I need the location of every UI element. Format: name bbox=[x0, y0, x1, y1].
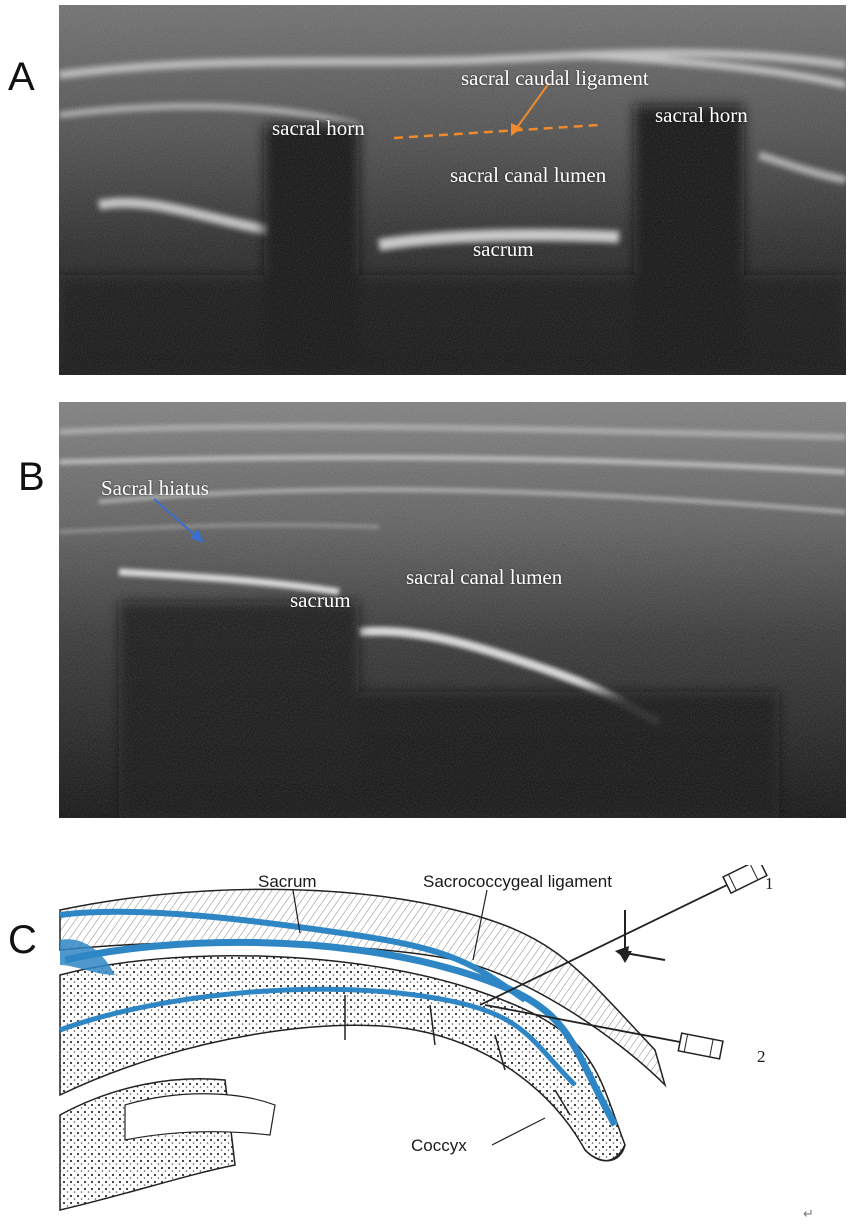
diagram-coccyx-label: Coccyx bbox=[411, 1136, 467, 1155]
sacral-canal-lumen-label: sacral canal lumen bbox=[450, 163, 607, 187]
sacral-caudal-ligament-label: sacral caudal ligament bbox=[461, 66, 649, 90]
panel-b-letter: B bbox=[18, 455, 45, 499]
panel-b-ultrasound: Sacral hiatus sacrum sacral canal lumen bbox=[59, 402, 846, 818]
diagram-sacrum-label: Sacrum bbox=[258, 872, 317, 891]
panel-b-ultrasound-image bbox=[59, 402, 846, 818]
panel-a-ultrasound-image bbox=[59, 5, 846, 375]
sacral-horn-right-label: sacral horn bbox=[655, 103, 748, 127]
sacrococcygeal-anatomy-diagram bbox=[59, 865, 768, 1211]
panel-c-letter: C bbox=[8, 918, 37, 962]
needle-1-number: 1 bbox=[765, 874, 774, 893]
diagram-sacrococcygeal-ligament-label: Sacrococcygeal ligament bbox=[423, 872, 612, 891]
sacrum-label: sacrum bbox=[473, 237, 534, 261]
return-mark: ↵ bbox=[803, 1207, 814, 1222]
sacral-canal-lumen-label-b: sacral canal lumen bbox=[406, 565, 563, 589]
panel-a-ultrasound: sacral caudal ligament sacral horn sacra… bbox=[59, 5, 846, 375]
sacrum-label-b: sacrum bbox=[290, 588, 351, 612]
sacral-hiatus-label: Sacral hiatus bbox=[101, 476, 209, 500]
panel-a-letter: A bbox=[8, 55, 35, 99]
sacral-horn-left-label: sacral horn bbox=[272, 116, 365, 140]
needle-2-number: 2 bbox=[757, 1047, 766, 1066]
